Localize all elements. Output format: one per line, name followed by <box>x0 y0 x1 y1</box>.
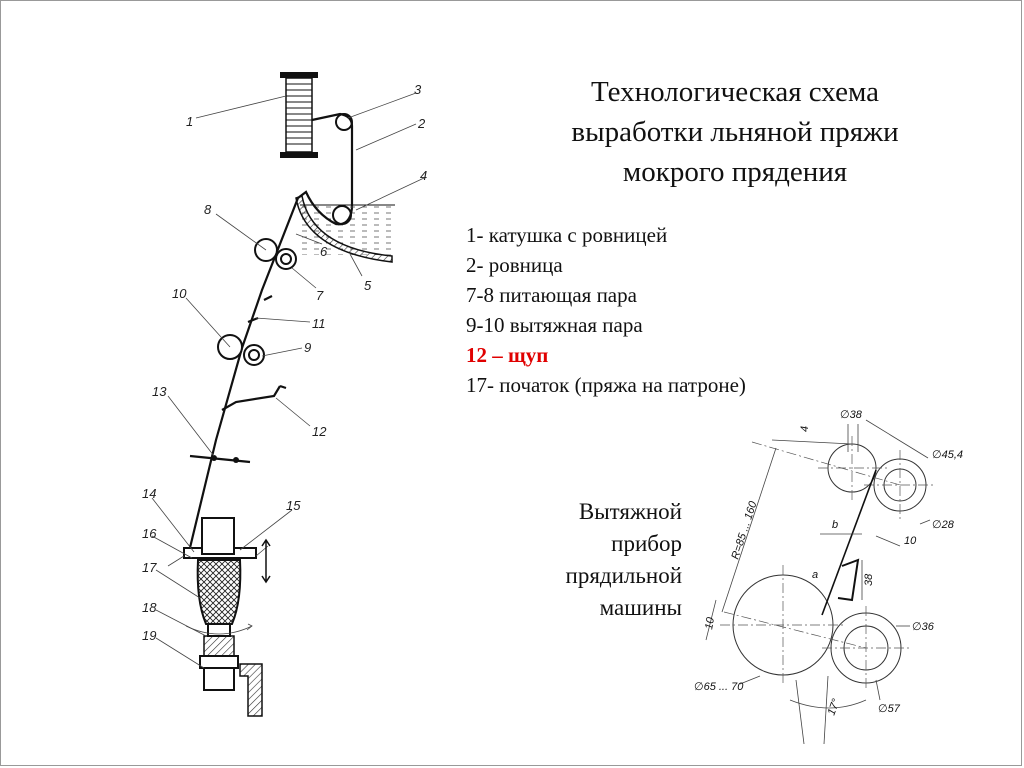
dim-small-diameter: ∅28 <box>932 519 955 531</box>
caption-line: Вытяжной <box>578 499 682 524</box>
part-label: 6 <box>320 244 328 259</box>
trough-roller <box>332 205 352 225</box>
part-label: 9 <box>304 340 311 355</box>
dim-mid-diameter: ∅36 <box>912 621 935 633</box>
part-label: 14 <box>142 486 156 501</box>
caption-line: прядильной <box>565 563 682 588</box>
part-label: 17 <box>142 560 157 575</box>
part-label: 13 <box>152 384 167 399</box>
dim-top-diameter: ∅38 <box>840 409 863 421</box>
caption-line: машины <box>599 595 682 620</box>
spindle-assembly <box>167 517 271 717</box>
drafting-device: ∅38 ∅45,4 ∅28 ∅36 ∅65 ... 70 ∅57 4 R=85 … <box>694 409 963 745</box>
dim-offset-right: 10 <box>904 535 917 547</box>
legend-item: 17- початок (пряжа на патроне) <box>466 373 746 397</box>
thread-guide-bar <box>189 454 251 464</box>
legend-item: 1- катушка с ровницей <box>466 223 668 247</box>
legend-item: 7-8 питающая пара <box>466 283 637 307</box>
legend-item: 9-10 вытяжная пара <box>466 313 643 337</box>
caption-line: прибор <box>611 531 682 556</box>
part-label: 10 <box>172 286 187 301</box>
title-line: мокрого прядения <box>622 156 848 188</box>
dim-spacing: 38 <box>863 573 875 586</box>
part-label: 11 <box>312 316 326 331</box>
part-label: 3 <box>414 82 422 97</box>
part-label: 2 <box>417 116 426 131</box>
spinning-scheme <box>151 72 425 717</box>
dim-top-right-diameter: ∅45,4 <box>932 449 963 461</box>
leader-lines <box>151 92 425 669</box>
water-trough <box>295 195 395 263</box>
guide-plates <box>247 295 273 324</box>
part-label: 18 <box>142 600 157 615</box>
title-line: выработки льняной пряжи <box>571 116 899 148</box>
legend-item-highlight: 12 – щуп <box>466 343 549 367</box>
part-label: 5 <box>364 278 372 293</box>
part-label: 15 <box>286 498 301 513</box>
roving-bobbin <box>280 72 318 158</box>
drafting-caption: Вытяжной прибор прядильной машины <box>520 496 682 624</box>
part-label: 1 <box>186 114 193 129</box>
dim-label-b: b <box>832 519 838 531</box>
draft-roller-9 <box>243 344 265 366</box>
part-label: 4 <box>420 168 427 183</box>
part-label: 12 <box>312 424 327 439</box>
feed-roller-7 <box>275 248 297 270</box>
dim-gap: 4 <box>799 426 811 432</box>
dim-radius: R=85 ... 160 <box>729 499 759 561</box>
part-label: 16 <box>142 526 157 541</box>
title-line: Технологическая схема <box>591 76 879 108</box>
legend-list: 1- катушка с ровницей 2- ровница 7-8 пит… <box>466 220 746 400</box>
dim-angle: 17° <box>826 697 843 717</box>
yarn-path <box>186 190 354 557</box>
part-label: 7 <box>316 288 324 303</box>
dim-offset-left: 10 <box>703 616 717 631</box>
legend-item: 2- ровница <box>466 253 563 277</box>
part-labels: 1 2 3 4 5 6 7 8 9 10 11 12 13 14 15 16 1… <box>142 82 427 643</box>
dim-label-a: a <box>812 569 818 581</box>
guide-roller <box>335 113 353 131</box>
slide-title: Технологическая схема выработки льняной … <box>500 72 970 192</box>
dim-large-diameter: ∅65 ... 70 <box>694 681 744 693</box>
dim-bottom-diameter: ∅57 <box>878 703 901 715</box>
part-label: 19 <box>142 628 156 643</box>
part-label: 8 <box>204 202 212 217</box>
probe-feeler <box>221 384 287 411</box>
